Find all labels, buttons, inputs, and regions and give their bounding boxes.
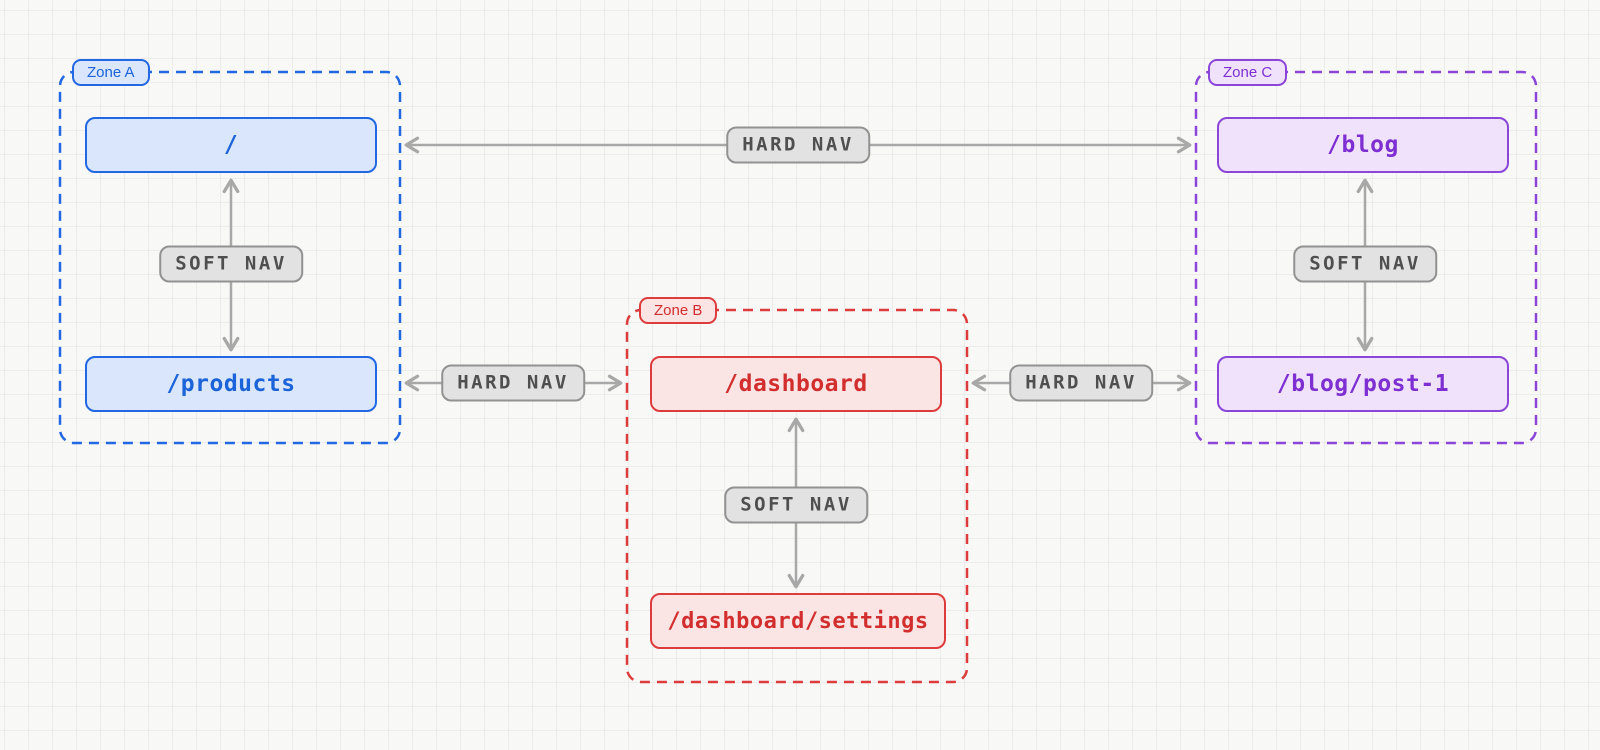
zone-b-boundary — [625, 308, 969, 684]
soft-nav-label-zone-b: SOFT NAV — [724, 486, 868, 524]
zone-a-boundary — [58, 70, 402, 445]
route-node-dashboard-label: /dashboard — [724, 371, 868, 397]
soft-nav-label-zone-c-text: SOFT NAV — [1309, 252, 1421, 275]
soft-nav-label-zone-b-text: SOFT NAV — [740, 493, 852, 516]
route-node-root: / — [85, 117, 377, 173]
hard-nav-label-middle-left: HARD NAV — [441, 364, 585, 402]
route-node-dashboard-settings: /dashboard/settings — [650, 593, 946, 649]
hard-nav-label-top: HARD NAV — [726, 126, 870, 164]
zone-a-badge-label: Zone A — [87, 64, 135, 81]
route-node-root-label: / — [223, 132, 239, 158]
zone-a-badge: Zone A — [72, 59, 150, 86]
zone-b-badge-label: Zone B — [654, 302, 703, 319]
zone-b-badge: Zone B — [639, 297, 718, 324]
route-node-blog-post-1: /blog/post-1 — [1217, 356, 1509, 412]
soft-nav-label-zone-a: SOFT NAV — [159, 245, 303, 283]
hard-nav-label-top-text: HARD NAV — [742, 133, 854, 156]
route-node-dashboard-settings-label: /dashboard/settings — [667, 608, 929, 634]
zone-c-badge-label: Zone C — [1223, 64, 1273, 81]
route-node-products: /products — [85, 356, 377, 412]
zone-c-badge: Zone C — [1208, 59, 1288, 86]
route-node-blog-post-1-label: /blog/post-1 — [1276, 371, 1450, 397]
route-node-blog-label: /blog — [1327, 132, 1399, 158]
hard-nav-label-middle-right: HARD NAV — [1009, 364, 1153, 402]
route-node-blog: /blog — [1217, 117, 1509, 173]
zone-c-boundary — [1194, 70, 1538, 445]
route-node-products-label: /products — [166, 371, 296, 397]
route-node-dashboard: /dashboard — [650, 356, 942, 412]
soft-nav-label-zone-a-text: SOFT NAV — [175, 252, 287, 275]
soft-nav-label-zone-c: SOFT NAV — [1293, 245, 1437, 283]
hard-nav-label-middle-right-text: HARD NAV — [1025, 371, 1137, 394]
hard-nav-label-middle-left-text: HARD NAV — [457, 371, 569, 394]
